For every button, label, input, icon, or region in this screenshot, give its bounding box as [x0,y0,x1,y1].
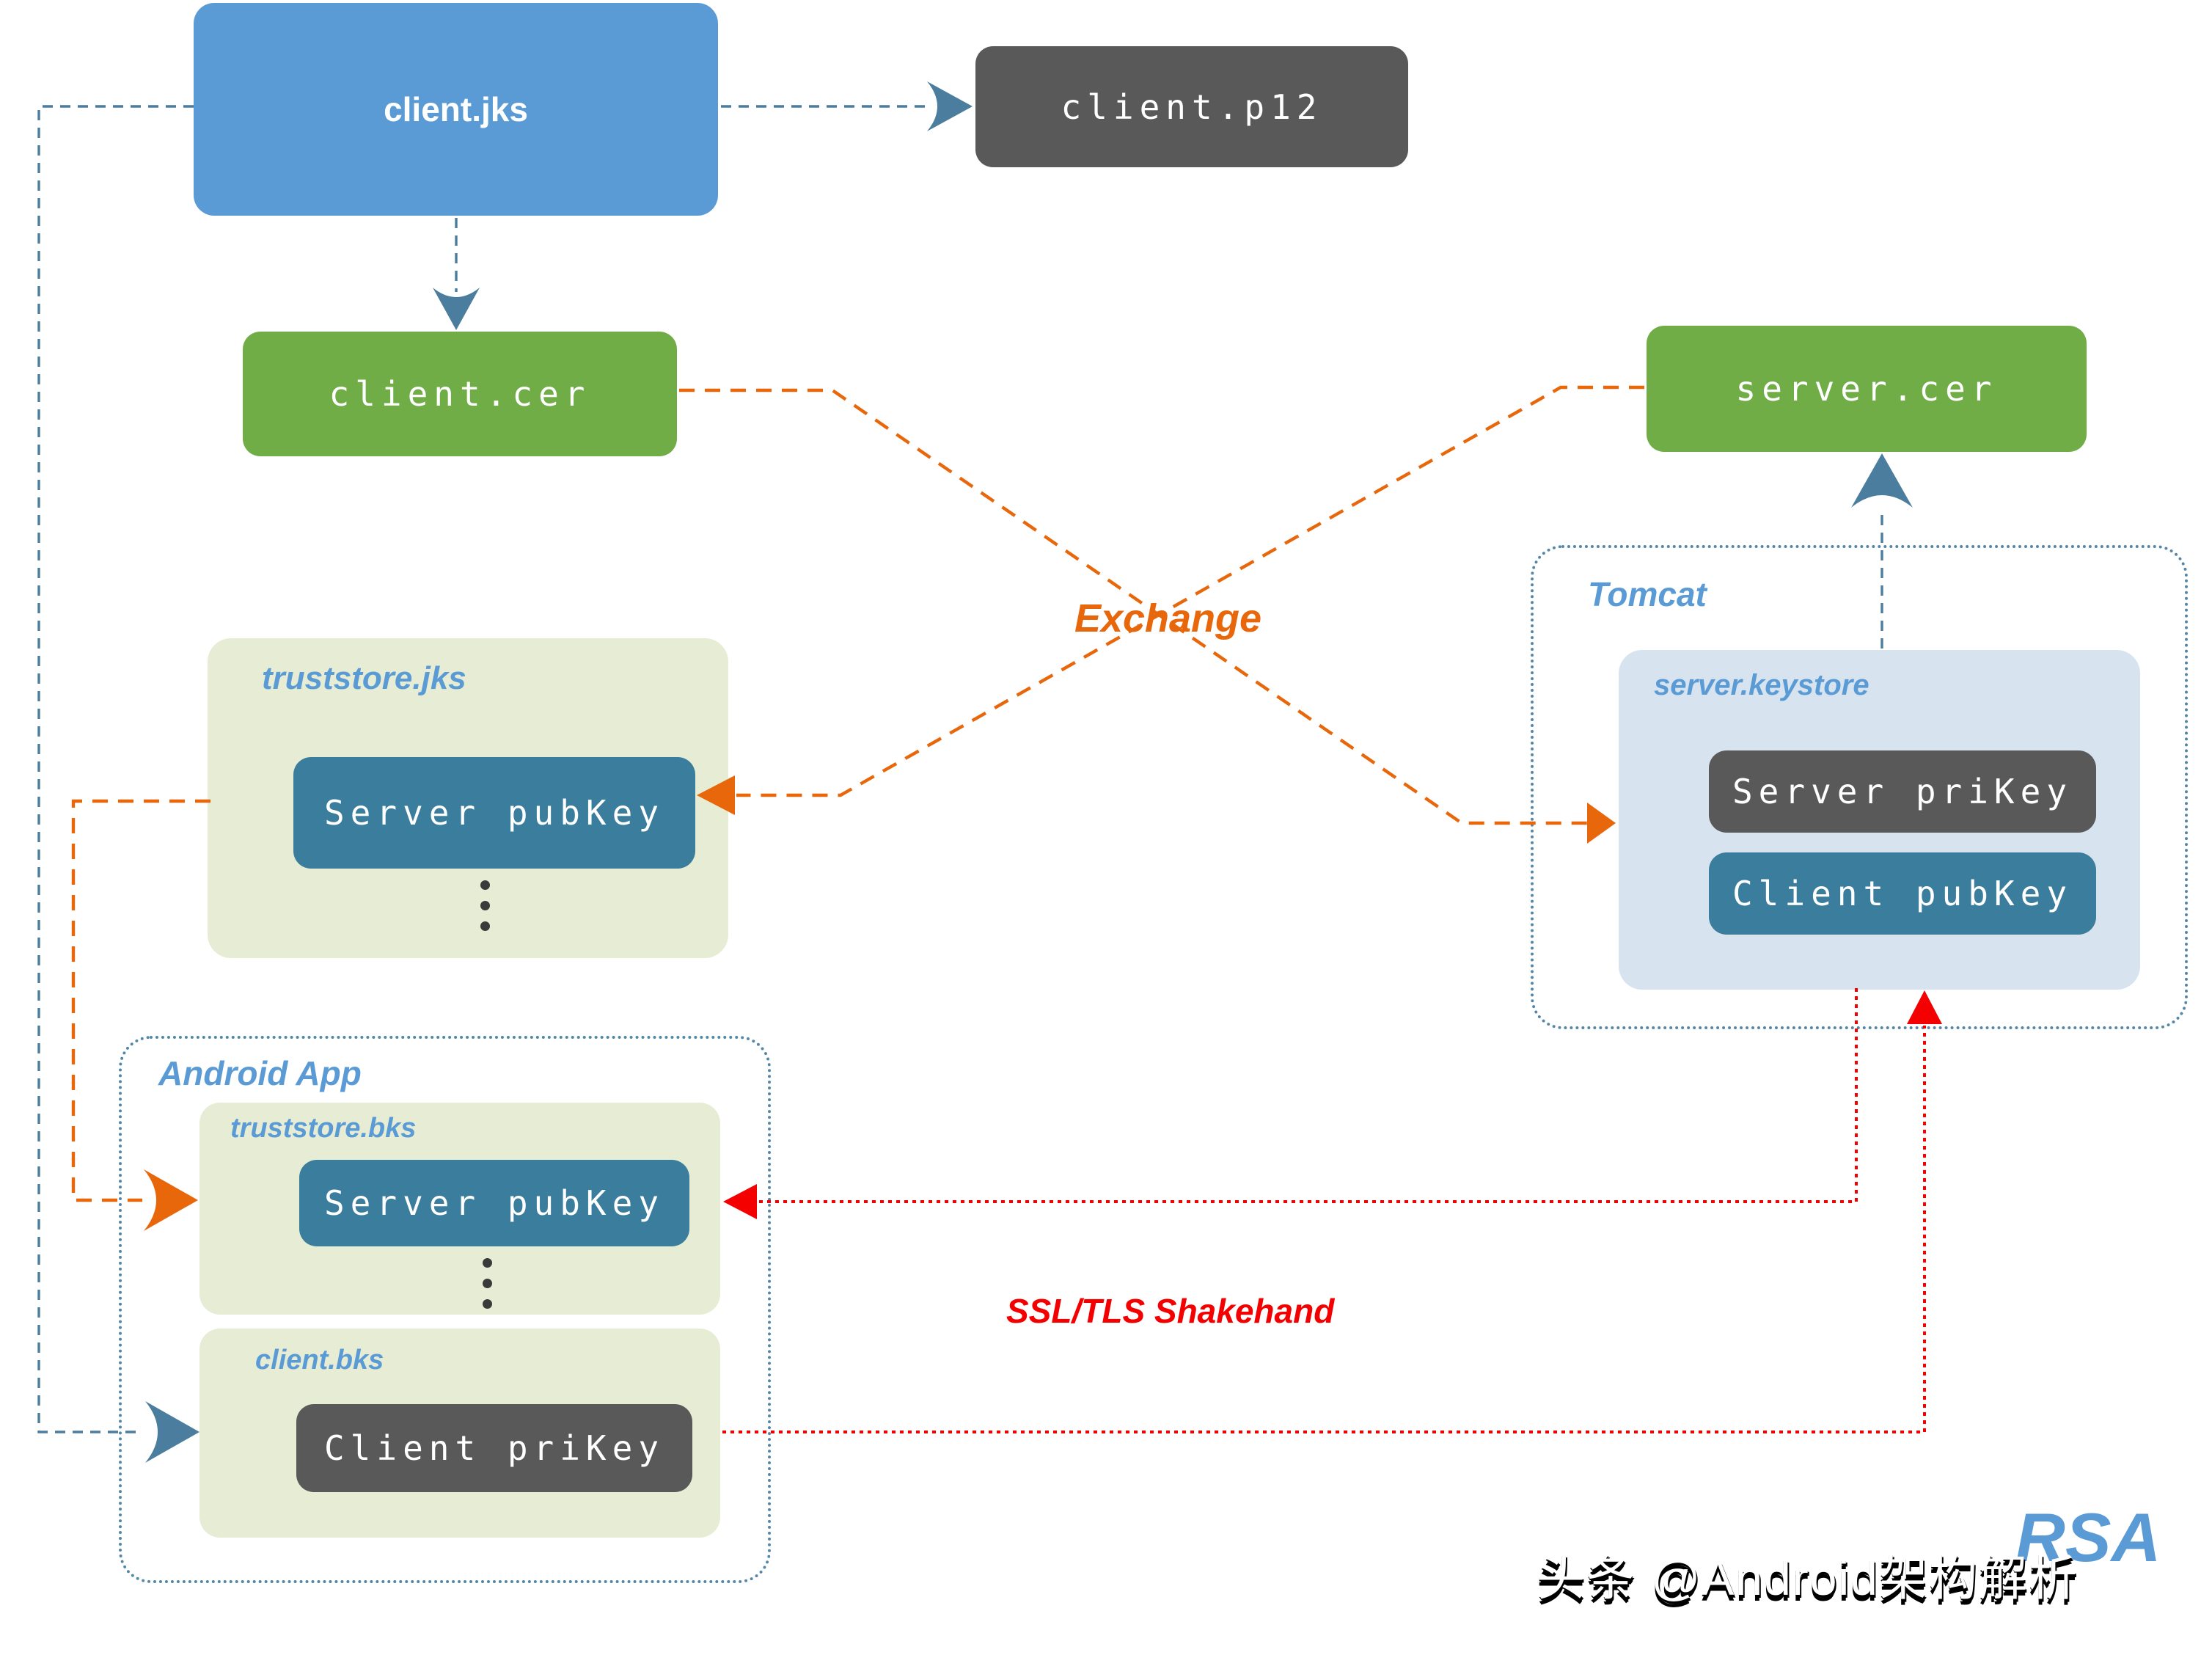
client-bks-store: client.bks Client priKey [199,1329,720,1538]
client-pubkey-node: Client pubKey [1709,852,2096,935]
server-keystore-title: server.keystore [1654,669,1869,701]
arrow-into-servercer-icon [1851,453,1913,508]
rsa-watermark: RSA [2015,1499,2161,1576]
ssl-tls-shakehand-label: SSL/TLS Shakehand [1006,1292,1335,1330]
client-cer-node: client.cer [243,332,677,456]
server-pubkey-bks-node: Server pubKey [299,1160,689,1246]
client-cer-label: client.cer [329,374,591,414]
android-app-title: Android App [158,1054,362,1092]
server-prikey-node: Server priKey [1709,750,2096,833]
server-pubkey-jks-label: Server pubKey [323,793,665,833]
tomcat-title: Tomcat [1588,575,1707,613]
tomcat-frame: Tomcat server.keystore Server priKey Cli… [1531,545,2188,1029]
client-p12-node: client.p12 [975,46,1408,167]
exchange-label: Exchange [1074,596,1262,640]
client-pubkey-label: Client pubKey [1732,874,2073,913]
byline-watermark: 头条 @Android架构解析 [1537,1551,2079,1605]
server-pubkey-bks-label: Server pubKey [323,1183,665,1223]
servercer-to-serverpubkey-line [736,385,1644,797]
client-bks-title: client.bks [255,1345,384,1375]
client-jks-label: client.jks [384,90,528,128]
vertical-ellipsis-icon [483,1258,492,1309]
truststore-bks-store: truststore.bks Server pubKey [199,1103,720,1315]
client-prikey-label: Client priKey [323,1428,665,1468]
clientprikey-to-keystore-line [722,1026,1926,1433]
server-pubkey-jks-node: Server pubKey [293,757,695,869]
truststore-bks-title: truststore.bks [230,1113,417,1144]
client-prikey-node: Client priKey [296,1404,692,1492]
android-app-frame: Android App truststore.bks Server pubKey… [119,1036,771,1583]
truststore-jks-store: truststore.jks Server pubKey [208,638,728,958]
truststore-jks-title: truststore.jks [262,660,466,696]
vertical-ellipsis-icon [480,880,490,931]
server-cer-label: server.cer [1735,369,1998,409]
server-keystore-store: server.keystore Server priKey Client pub… [1619,650,2140,990]
arrow-into-p12-icon [927,81,973,131]
server-prikey-label: Server priKey [1732,772,2073,811]
server-cer-node: server.cer [1647,326,2087,452]
client-jks-node: client.jks [194,3,718,216]
arrow-into-clientcer-icon [433,288,480,330]
client-p12-label: client.p12 [1061,87,1323,127]
